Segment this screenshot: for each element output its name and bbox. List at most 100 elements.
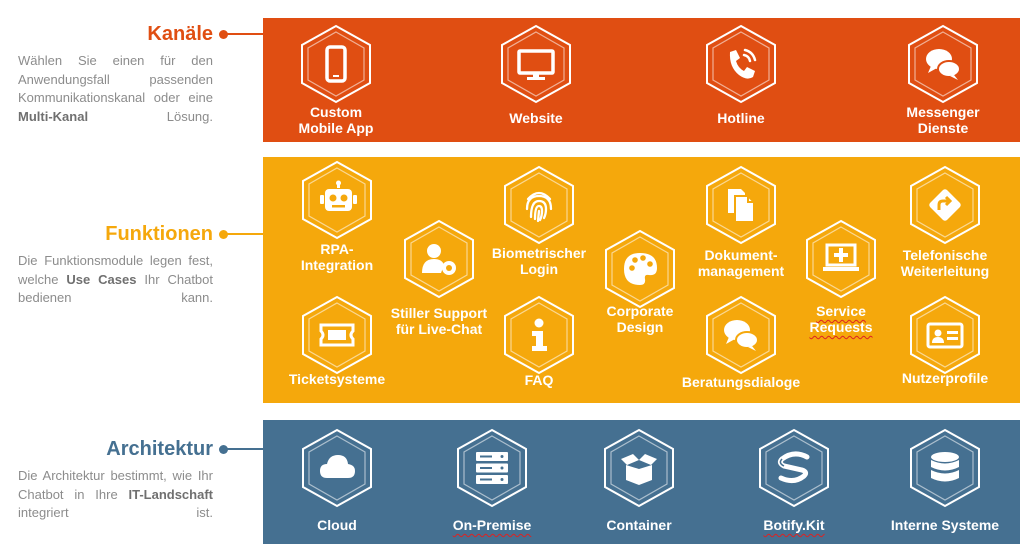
funktionen-connector-line: [226, 233, 263, 235]
architektur-item-label: Botify.Kit: [763, 517, 825, 533]
ticket-icon: [317, 315, 357, 355]
info-icon: [519, 315, 559, 355]
fingerprint-icon: [519, 185, 559, 225]
funktionen-item-8-hex: [776, 219, 906, 299]
hexagon-badge: [300, 428, 374, 508]
architektur-item-label: Container: [606, 517, 672, 533]
funktionen-connector-dot: [219, 230, 228, 239]
funktionen-item-3-hex: [474, 165, 604, 245]
hexagon-badge: [402, 219, 476, 299]
architektur-side: Architektur Die Architektur bestimmt, wi…: [18, 437, 213, 523]
funktionen-item-6-hex: [676, 165, 806, 245]
hexagon-badge: [499, 24, 573, 104]
architektur-item-1-hex: [427, 428, 557, 508]
architektur-item-label: Cloud: [317, 517, 357, 533]
botify-logo-icon: [774, 448, 814, 488]
funktionen-heading: Funktionen: [105, 223, 213, 245]
hexagon-badge: [704, 295, 778, 375]
id-card-icon: [925, 315, 965, 355]
funktionen-item-label: Beratungsdialoge: [681, 374, 801, 390]
kanale-item-1-hex: [471, 24, 601, 104]
funktionen-item-7-hex: [676, 295, 806, 375]
kanale-connector-dot: [219, 30, 228, 39]
funktionen-description: Die Funktionsmodule legen fest, welche U…: [18, 252, 213, 308]
hexagon-badge: [908, 165, 982, 245]
architektur-item-3-hex: [729, 428, 859, 508]
kanale-heading: Kanäle: [147, 23, 213, 45]
architektur-connector-dot: [219, 445, 228, 454]
funktionen-item-4-hex: [474, 295, 604, 375]
hexagon-badge: [908, 428, 982, 508]
direction-sign-icon: [925, 185, 965, 225]
kanale-panel: Custom Mobile App Website Hotline Messen…: [263, 18, 1020, 142]
architektur-desc-text: Die Architektur bestimmt, wie Ihr Chatbo…: [18, 468, 213, 502]
architektur-item-4-hex: [880, 428, 1010, 508]
laptop-plus-icon: [821, 239, 861, 279]
funktionen-panel: RPA- Integration Ticketsysteme Stiller S…: [263, 157, 1020, 403]
architektur-desc-bold: IT-Landschaft: [128, 486, 213, 502]
kanale-item-2-hex: [676, 24, 806, 104]
funktionen-desc-text: Die Funktionsmodule legen fest, welche: [18, 253, 213, 287]
hexagon-badge: [804, 219, 878, 299]
kanale-description: Wählen Sie einen für den Anwendungsfall …: [18, 52, 213, 126]
hexagon-badge: [906, 24, 980, 104]
user-gear-icon: [419, 239, 459, 279]
funktionen-item-label: Ticketsysteme: [288, 371, 386, 387]
kanale-item-label: Messenger Dienste: [906, 104, 980, 136]
architektur-panel: Cloud On-Premise Container Botify.Kit In…: [263, 420, 1020, 544]
hexagon-badge: [455, 428, 529, 508]
funktionen-side: Funktionen Die Funktionsmodule legen fes…: [18, 222, 213, 308]
server-icon: [472, 448, 512, 488]
kanale-item-3-hex: [878, 24, 1008, 104]
funktionen-item-0-hex: [272, 160, 402, 240]
palette-icon: [620, 249, 660, 289]
documents-icon: [721, 185, 761, 225]
funktionen-item-label: FAQ: [524, 372, 554, 388]
architektur-heading: Architektur: [106, 438, 213, 460]
chat-bubbles-icon: [923, 44, 963, 84]
architektur-item-label: Interne Systeme: [890, 517, 1000, 533]
funktionen-item-label: RPA- Integration: [300, 241, 374, 273]
monitor-icon: [516, 44, 556, 84]
funktionen-item-label: Dokument- management: [697, 247, 785, 279]
kanale-side: Kanäle Wählen Sie einen für den Anwendun…: [18, 22, 213, 126]
funktionen-item-2-hex: [374, 219, 504, 299]
funktionen-desc-bold: Use Cases: [66, 271, 137, 287]
kanale-item-label: Hotline: [717, 110, 765, 126]
funktionen-item-label: Telefonische Weiterleitung: [900, 247, 990, 279]
hexagon-badge: [300, 160, 374, 240]
kanale-desc-text: Wählen Sie einen für den Anwendungsfall …: [18, 53, 213, 105]
kanale-desc-bold: Multi-Kanal: [18, 108, 89, 124]
funktionen-desc-text-end: Ihr Chatbot bedienen kann.: [18, 271, 213, 306]
architektur-item-label: On-Premise: [452, 517, 532, 533]
hexagon-badge: [502, 295, 576, 375]
hexagon-badge: [908, 295, 982, 375]
hexagon-badge: [704, 24, 778, 104]
architektur-description: Die Architektur bestimmt, wie Ihr Chatbo…: [18, 467, 213, 523]
architektur-connector-line: [226, 448, 263, 450]
database-icon: [925, 448, 965, 488]
funktionen-item-label: Service Requests: [809, 303, 873, 335]
phone-icon: [721, 44, 761, 84]
kanale-desc-text-end: Lösung.: [88, 108, 213, 124]
architektur-desc-text-end: integriert ist.: [18, 505, 213, 520]
hexagon-badge: [704, 165, 778, 245]
funktionen-item-1-hex: [272, 295, 402, 375]
hexagon-badge: [502, 165, 576, 245]
kanale-item-0-hex: [271, 24, 401, 104]
kanale-connector-line: [226, 33, 263, 35]
funktionen-item-10-hex: [880, 295, 1010, 375]
funktionen-item-label: Corporate Design: [606, 303, 674, 335]
hexagon-badge: [757, 428, 831, 508]
cloud-icon: [317, 448, 357, 488]
kanale-item-label: Custom Mobile App: [298, 104, 374, 136]
hexagon-badge: [602, 428, 676, 508]
funktionen-item-9-hex: [880, 165, 1010, 245]
funktionen-item-label: Stiller Support für Live-Chat: [390, 305, 488, 337]
box-icon: [619, 448, 659, 488]
chat-bubbles-icon: [721, 315, 761, 355]
architektur-item-2-hex: [574, 428, 704, 508]
funktionen-item-label: Nutzerprofile: [901, 370, 989, 386]
robot-icon: [317, 180, 357, 220]
hexagon-badge: [603, 229, 677, 309]
